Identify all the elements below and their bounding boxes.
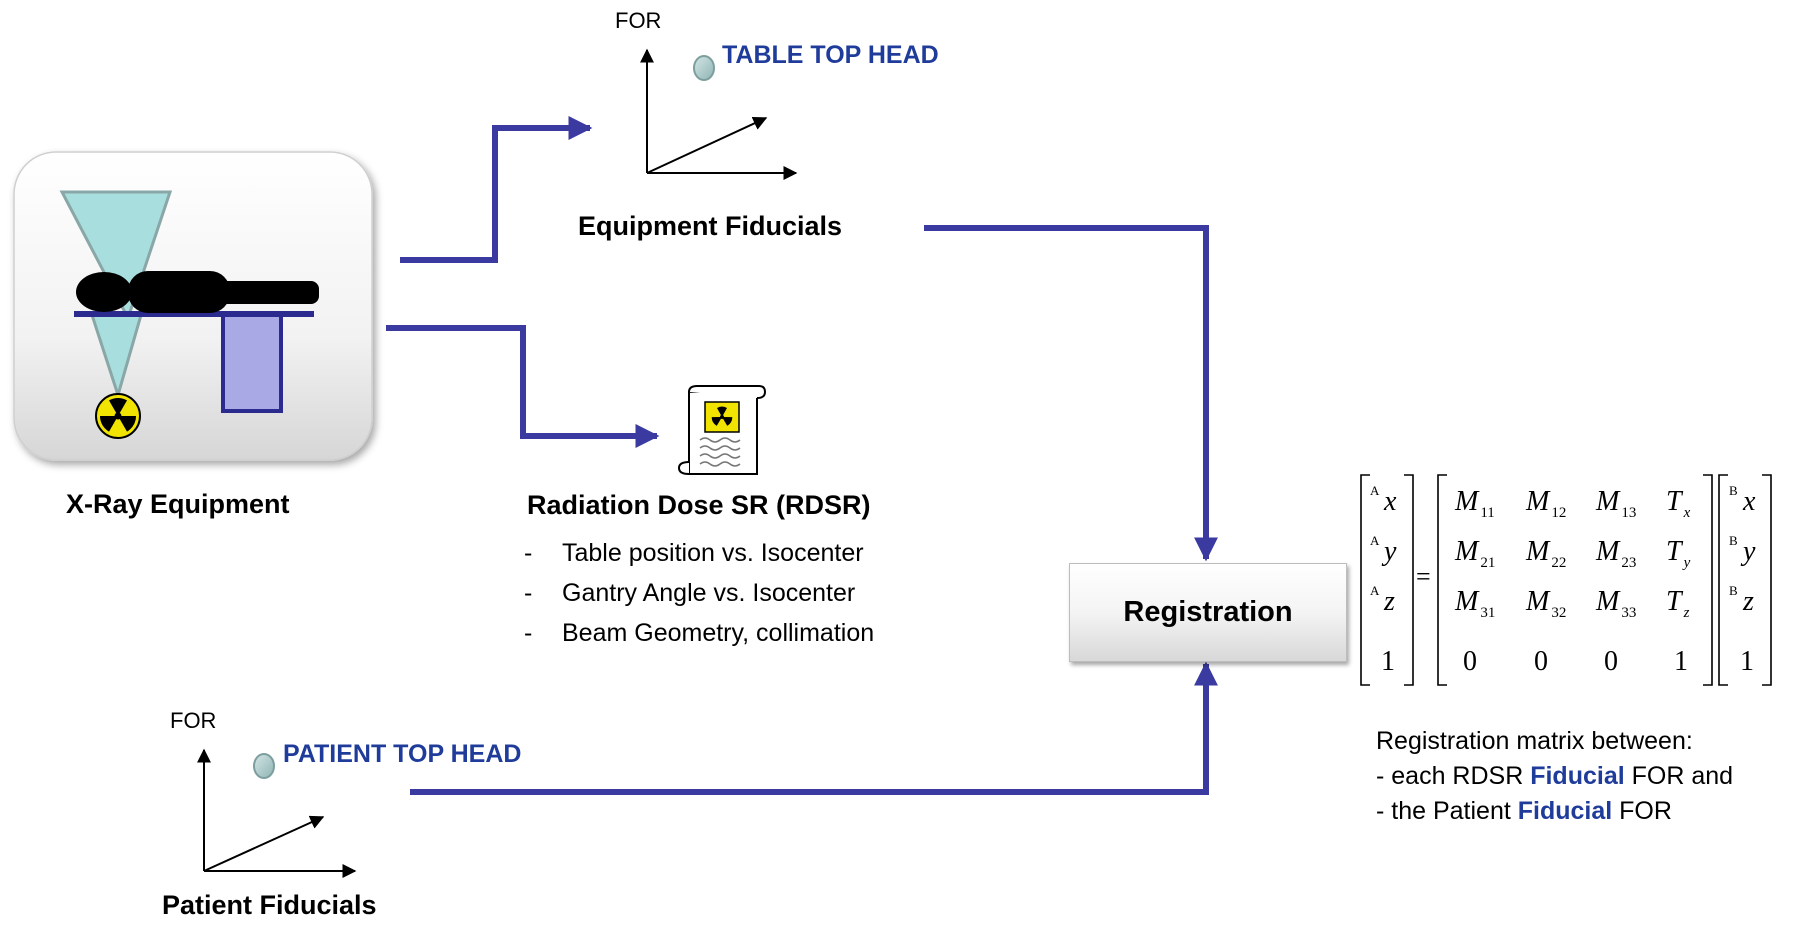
note-line-3-keyword: Fiducial xyxy=(1518,797,1612,825)
patient-top-head-marker-icon xyxy=(254,754,274,778)
equals-sign: = xyxy=(1416,562,1431,591)
patient-for-label: FOR xyxy=(170,708,216,734)
registration-label: Registration xyxy=(1123,596,1292,629)
matrix-cell: 0 xyxy=(1463,646,1477,677)
connector-to-rdsr xyxy=(386,328,657,436)
rdsr-document-icon xyxy=(679,386,765,474)
rdsr-item-text: Gantry Angle vs. Isocenter xyxy=(562,579,855,607)
note-line-3: - the Patient Fiducial FOR xyxy=(1376,794,1733,829)
note-line-2-pre: - each RDSR xyxy=(1376,762,1530,790)
matrix-cell: 0 xyxy=(1604,646,1618,677)
rdsr-item: - Beam Geometry, collimation xyxy=(524,613,874,653)
right-one: 1 xyxy=(1740,646,1754,677)
left-x: x xyxy=(1383,486,1397,517)
note-line-3-post: FOR xyxy=(1612,797,1672,825)
rdsr-item: - Table position vs. Isocenter xyxy=(524,533,874,573)
right-y: y xyxy=(1740,536,1756,567)
right-z: z xyxy=(1742,586,1754,617)
xray-equipment-icon xyxy=(14,152,372,460)
sup-a-x: A xyxy=(1370,483,1380,498)
radiation-source-icon xyxy=(96,394,140,438)
note-line-1: Registration matrix between: xyxy=(1376,724,1733,759)
right-vector: B x B y B z 1 xyxy=(1729,483,1756,677)
sup-a-y: A xyxy=(1370,533,1380,548)
sup-b-z: B xyxy=(1729,583,1738,598)
note-line-2-keyword: Fiducial xyxy=(1530,762,1624,790)
rdsr-item-dash: - xyxy=(524,573,532,613)
right-x: x xyxy=(1742,486,1756,517)
rdsr-item: - Gantry Angle vs. Isocenter xyxy=(524,573,874,613)
connector-equipment-to-registration xyxy=(924,228,1206,559)
connector-to-equipment-frame xyxy=(400,128,590,260)
sup-b-y: B xyxy=(1729,533,1738,548)
connector-patient-to-registration xyxy=(410,664,1206,792)
rdsr-title: Radiation Dose SR (RDSR) xyxy=(527,490,871,521)
rdsr-list: - Table position vs. Isocenter - Gantry An… xyxy=(524,533,874,653)
matrix-cell: 0 xyxy=(1534,646,1548,677)
note-line-2-post: FOR and xyxy=(1625,762,1733,790)
sup-b-x: B xyxy=(1729,483,1738,498)
registration-note: Registration matrix between: - each RDSR… xyxy=(1376,724,1733,829)
registration-box: Registration xyxy=(1069,563,1347,662)
left-one: 1 xyxy=(1381,646,1395,677)
patient-fiducials-caption: Patient Fiducials xyxy=(162,890,377,921)
equipment-fiducials-caption: Equipment Fiducials xyxy=(578,211,842,242)
rdsr-item-dash: - xyxy=(524,533,532,573)
table-top-head-marker-icon xyxy=(694,56,714,80)
note-line-2: - each RDSR Fiducial FOR and xyxy=(1376,759,1733,794)
equipment-for-label: FOR xyxy=(615,8,661,34)
left-vector: A x A y A z 1 xyxy=(1370,483,1397,677)
matrix-cell: 1 xyxy=(1674,646,1688,677)
table-top-head-label: TABLE TOP HEAD xyxy=(722,41,939,70)
left-z: z xyxy=(1383,586,1395,617)
left-y: y xyxy=(1381,536,1397,567)
rdsr-item-dash: - xyxy=(524,613,532,653)
xray-equipment-label: X-Ray Equipment xyxy=(66,489,290,520)
note-line-3-pre: - the Patient xyxy=(1376,797,1518,825)
sup-a-z: A xyxy=(1370,583,1380,598)
rdsr-item-text: Table position vs. Isocenter xyxy=(562,539,864,567)
patient-top-head-label: PATIENT TOP HEAD xyxy=(283,740,521,769)
rdsr-item-text: Beam Geometry, collimation xyxy=(562,619,874,647)
